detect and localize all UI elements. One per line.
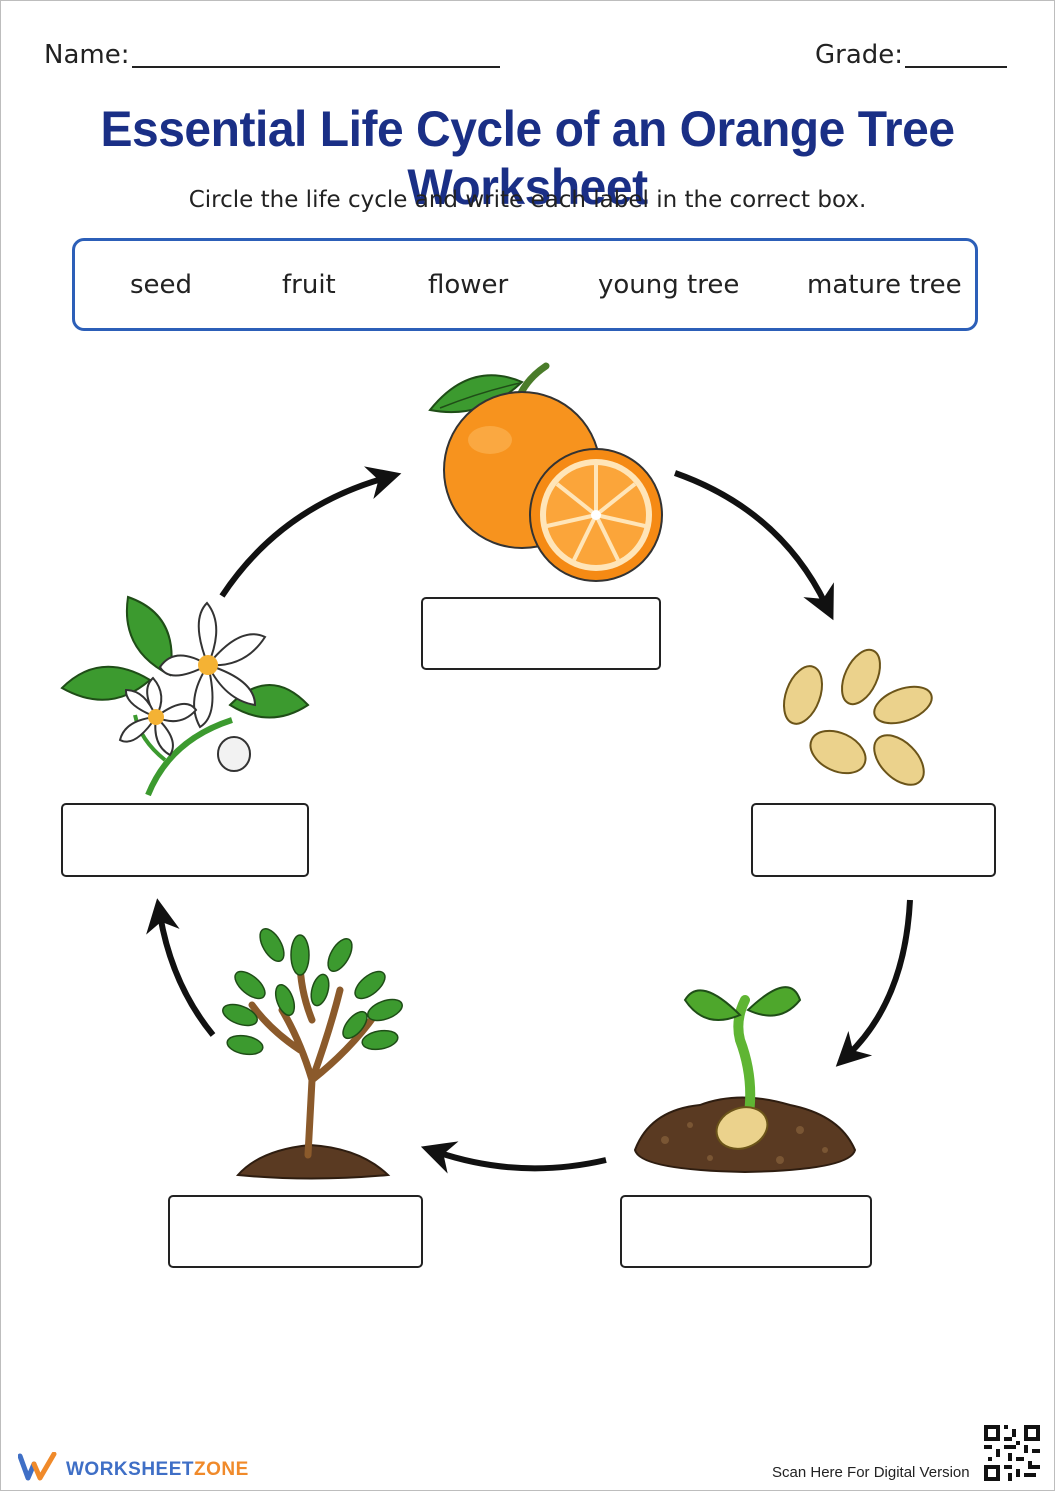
word-bank-young-tree: young tree	[598, 270, 740, 300]
answer-box-seed-stage[interactable]	[751, 803, 996, 877]
word-bank-mature-tree: mature tree	[807, 270, 962, 300]
arrow-fruit-to-seed	[674, 470, 834, 621]
qr-code-icon[interactable]	[984, 1425, 1040, 1481]
name-label: Name:	[44, 40, 130, 70]
seeds-icon	[783, 648, 933, 786]
name-field[interactable]	[132, 66, 500, 68]
brand-name[interactable]: WORKSHEETZONE	[66, 1459, 249, 1481]
orange-fruit-icon	[428, 362, 663, 582]
grade-field[interactable]	[905, 66, 1007, 68]
answer-box-fruit-stage[interactable]	[421, 597, 661, 670]
brand-part-1: WORKSHEET	[66, 1459, 194, 1480]
arrow-seed-to-sprout	[835, 899, 913, 1067]
arrow-sprout-to-young-tree	[420, 1141, 607, 1174]
worksheetzone-logo-icon	[18, 1452, 57, 1481]
word-bank-seed: seed	[130, 270, 193, 300]
orange-blossom-icon	[60, 595, 310, 797]
arrow-young-tree-to-flower	[146, 898, 216, 1037]
grade-label: Grade:	[815, 40, 904, 70]
answer-box-flower-stage[interactable]	[61, 803, 309, 877]
word-bank-fruit: fruit	[282, 270, 336, 300]
worksheet-title: Essential Life Cycle of an Orange Tree W…	[100, 101, 955, 215]
word-bank	[72, 238, 978, 331]
arrow-flower-to-fruit	[219, 466, 402, 598]
sprout-icon	[633, 986, 857, 1174]
instructions: Circle the life cycle and write each lab…	[188, 187, 867, 213]
word-bank-flower: flower	[428, 270, 509, 300]
brand-part-2: ZONE	[194, 1459, 249, 1480]
young-tree-icon	[222, 928, 403, 1180]
answer-box-sprout-stage[interactable]	[620, 1195, 872, 1268]
scan-text: Scan Here For Digital Version	[772, 1464, 970, 1481]
answer-box-young-tree-stage[interactable]	[168, 1195, 423, 1268]
